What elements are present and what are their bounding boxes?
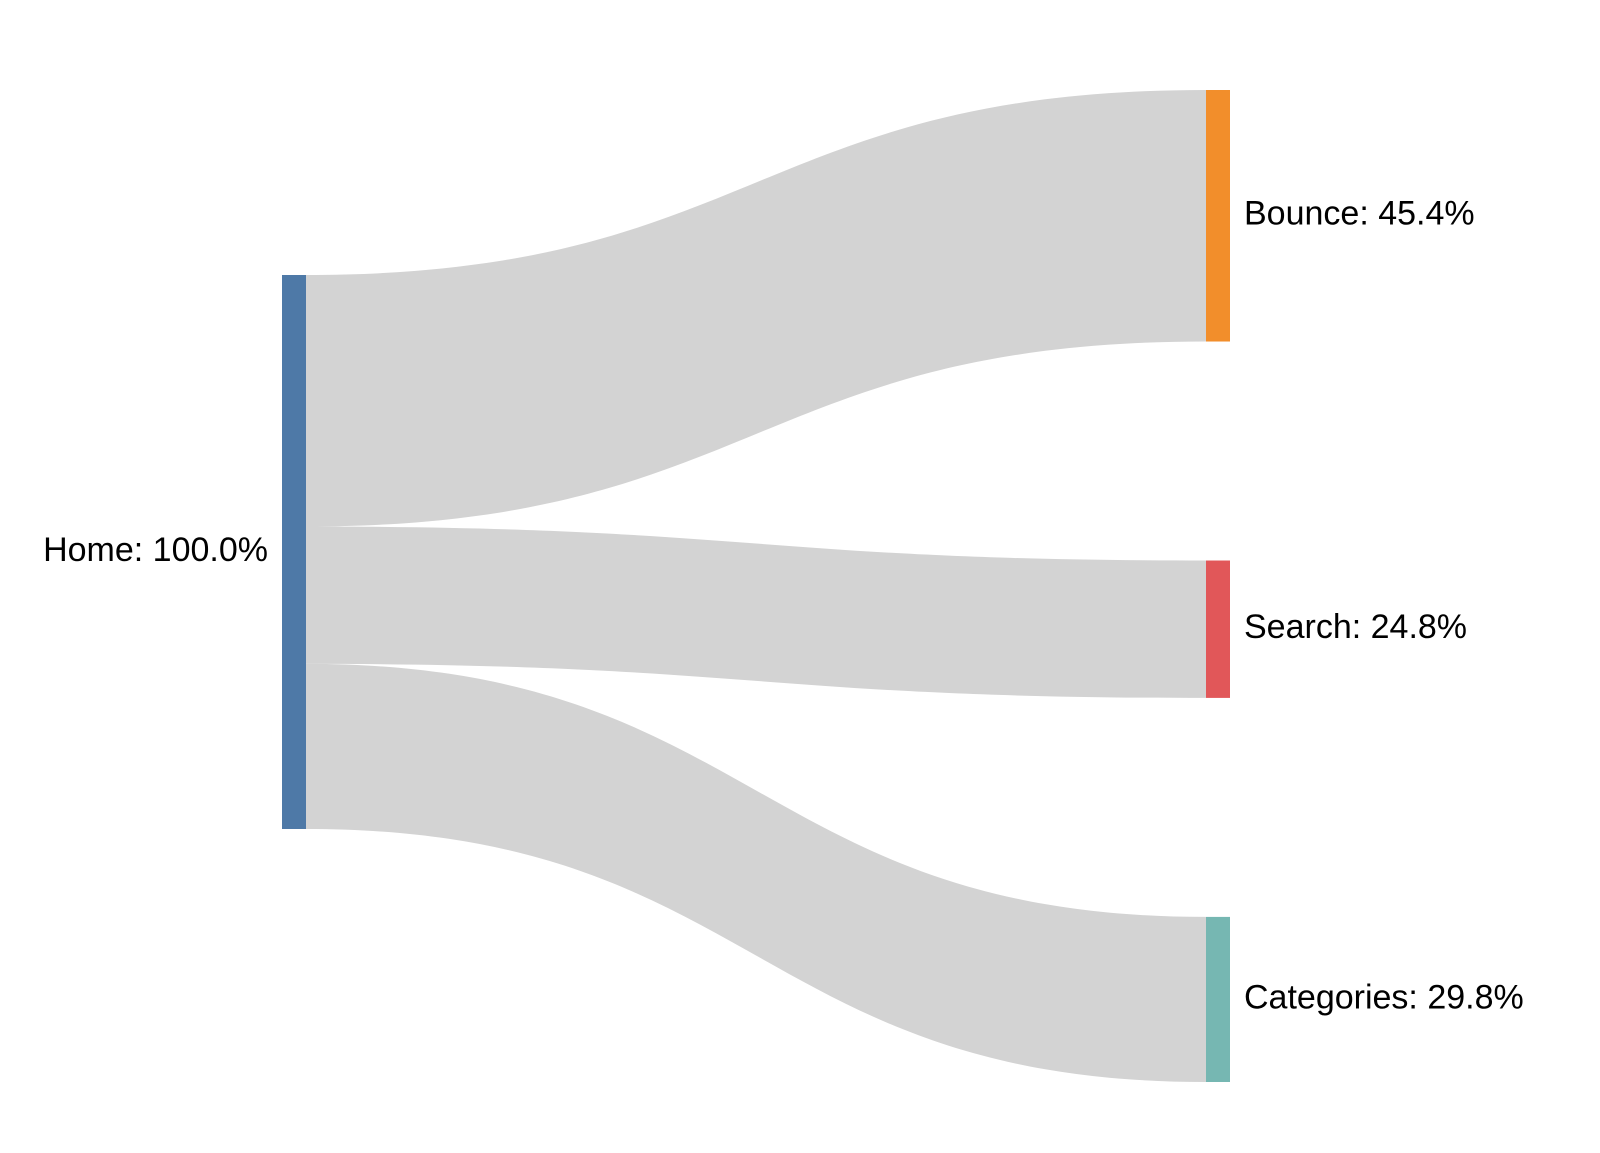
nodes: [282, 90, 1230, 1082]
node-label-categories: Categories: 29.8%: [1244, 978, 1524, 1016]
flow-link-categories: [306, 663, 1206, 1082]
node-bounce: [1206, 90, 1230, 342]
node-label-bounce: Bounce: 45.4%: [1244, 195, 1475, 233]
flow-link-bounce: [306, 90, 1206, 527]
node-label-search: Search: 24.8%: [1244, 608, 1467, 646]
node-search: [1206, 560, 1230, 698]
node-home: [282, 275, 306, 829]
node-label-home: Home: 100.0%: [43, 531, 268, 569]
flow-links: [306, 90, 1206, 1082]
node-labels: Home: 100.0% Bounce: 45.4% Search: 24.8%…: [43, 195, 1524, 1017]
node-categories: [1206, 916, 1230, 1082]
flow-link-search: [306, 526, 1206, 698]
